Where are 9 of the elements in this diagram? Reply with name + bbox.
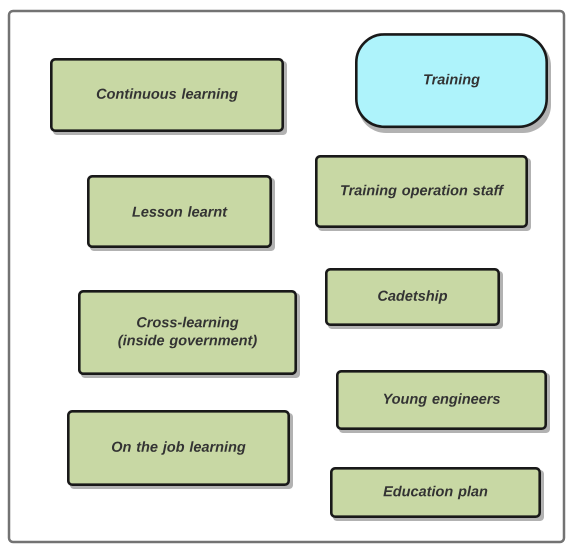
label-box: Continuous learning <box>50 58 284 132</box>
label-box: Cadetship <box>325 268 500 326</box>
label-box: On the job learning <box>67 410 290 486</box>
rounded-box: Training <box>355 33 548 128</box>
label-box: Training operation staff <box>315 155 528 228</box>
label-box: Cross-learning (inside government) <box>78 290 297 375</box>
label-box: Education plan <box>330 467 541 518</box>
label-box: Lesson learnt <box>87 175 272 248</box>
label-box: Young engineers <box>336 370 547 430</box>
